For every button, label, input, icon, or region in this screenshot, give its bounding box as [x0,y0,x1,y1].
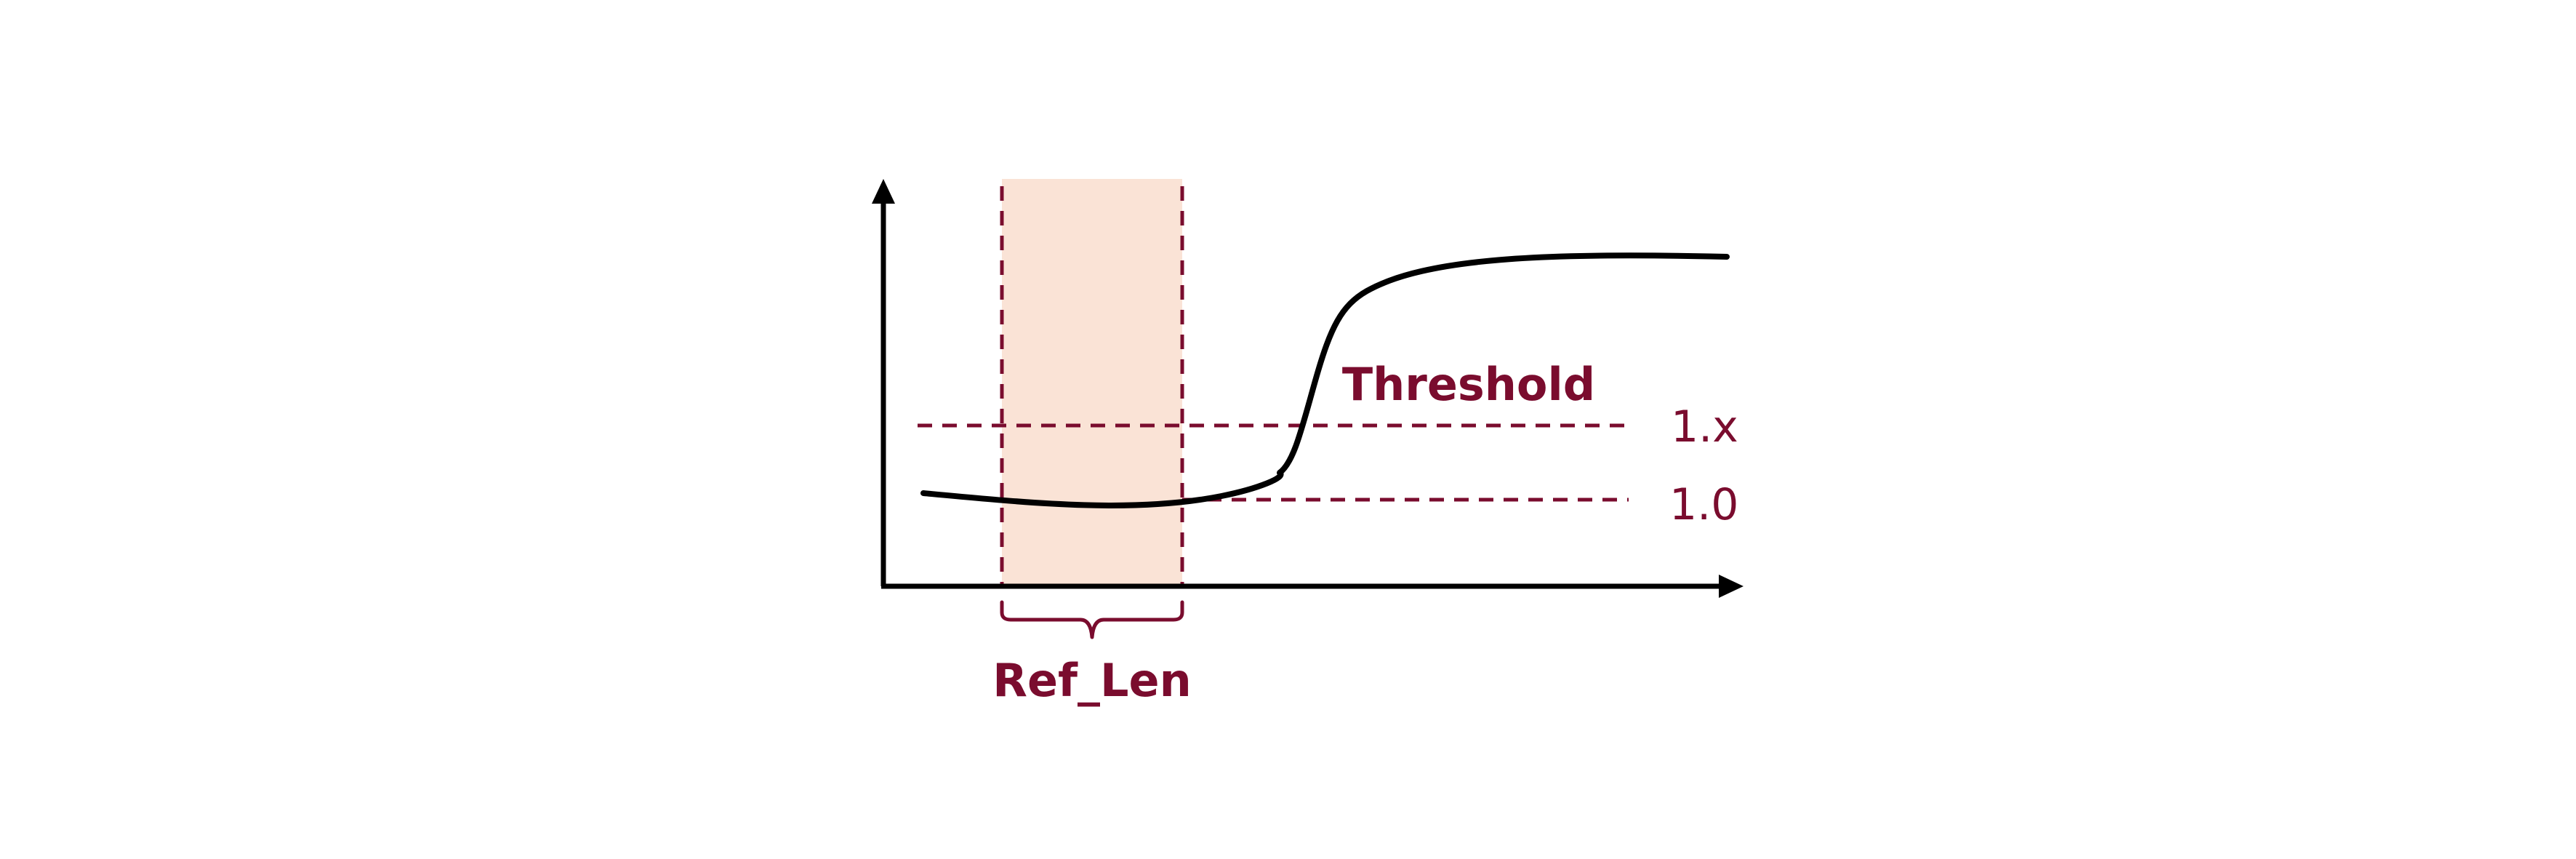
y-axis-arrowhead [872,179,895,204]
baseline-level-label: 1.0 [1669,479,1738,530]
reference-window-label: Ref_Len [992,654,1191,707]
signal-curve [920,252,1730,508]
threshold-label: Threshold [1342,358,1595,411]
x-axis-arrowhead [1719,575,1744,598]
reference-window-brace [1000,600,1184,639]
upper-level-label: 1.x [1671,401,1738,452]
reference-window-band [1002,179,1182,586]
